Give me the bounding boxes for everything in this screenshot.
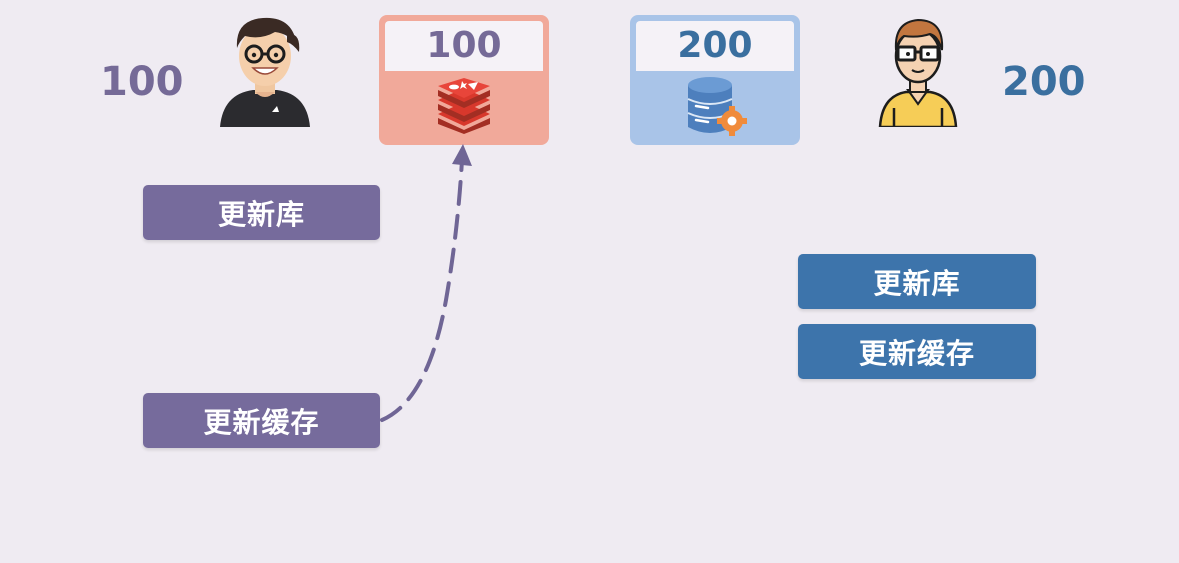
right-update-cache-step: 更新缓存 [798,324,1036,379]
cache-box: 100 [379,15,549,145]
right-update-db-step: 更新库 [798,254,1036,309]
cache-value: 100 [385,21,543,71]
left-user-avatar-icon [215,12,315,127]
left-user-value: 100 [100,59,184,105]
redis-icon [438,78,490,134]
left-update-db-step: 更新库 [143,185,380,240]
database-value: 200 [636,21,794,71]
arrow-head-icon [452,144,472,166]
database-box: 200 [630,15,800,145]
database-icon [687,77,747,136]
right-user-value: 200 [1002,59,1086,105]
right-user-avatar-icon [868,12,968,127]
left-update-cache-step: 更新缓存 [143,393,380,448]
